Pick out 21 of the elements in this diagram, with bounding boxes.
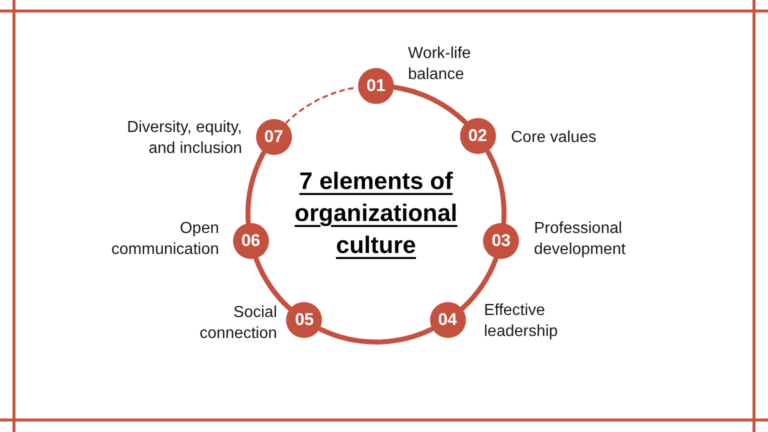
element-label: Diversity, equity, and inclusion	[126, 118, 242, 159]
number-circle: 02	[460, 118, 496, 154]
ring-arc	[460, 256, 498, 311]
ring-arc	[254, 256, 292, 311]
number-circle: 05	[286, 302, 322, 338]
ring-arc	[246, 150, 266, 224]
number-circle: 03	[483, 222, 520, 259]
element-label: Professional development	[534, 219, 627, 260]
number-circle: 04	[430, 302, 466, 338]
element-label: Social connection	[198, 303, 277, 344]
element-label: Work-life balance	[408, 44, 472, 85]
ring-arc	[392, 84, 468, 125]
ring-arc	[318, 327, 434, 344]
diagram-title: 7 elements of organizational culture	[294, 167, 458, 261]
element-label: Open communication	[110, 219, 219, 260]
number-circle: 07	[256, 118, 292, 155]
number-circle: 06	[232, 222, 269, 259]
element-label: Effective leadership	[484, 301, 559, 342]
ring-arc	[486, 150, 506, 224]
element-label: Core values	[511, 128, 598, 148]
number-circle: 01	[358, 68, 394, 104]
